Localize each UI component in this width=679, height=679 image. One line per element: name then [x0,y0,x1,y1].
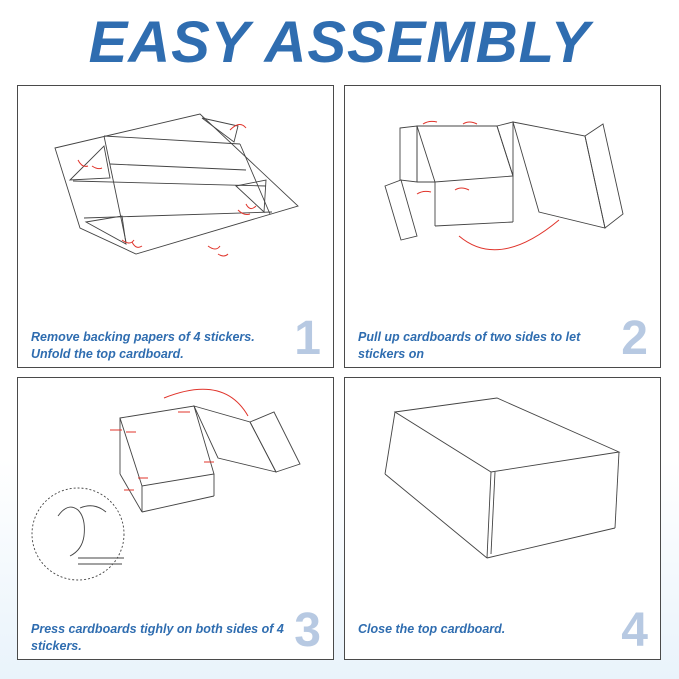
step-2-number: 2 [621,312,648,365]
step-2-illustration [384,120,624,251]
step-3-caption: Press cardboards tighly on both sides of… [31,622,284,653]
step-2-caption: Pull up cardboards of two sides to let s… [358,330,581,361]
step-1-panel: Remove backing papers of 4 stickers. Unf… [17,85,334,368]
step-4-illustration [384,397,621,559]
step-1-illustration [54,113,299,257]
step-1-caption: Remove backing papers of 4 stickers. Unf… [31,330,255,361]
page-title: EASY ASSEMBLY [88,10,591,75]
step-1-number: 1 [294,312,321,365]
step-3-number: 3 [294,604,321,657]
step-4-number: 4 [621,604,648,657]
step-4-caption: Close the top cardboard. [358,622,506,636]
step-3-illustration [31,388,301,581]
step-4-panel: Close the top cardboard. 4 [344,377,661,660]
step-2-panel: Pull up cardboards of two sides to let s… [344,85,661,368]
step-3-panel: Press cardboards tighly on both sides of… [17,377,334,660]
